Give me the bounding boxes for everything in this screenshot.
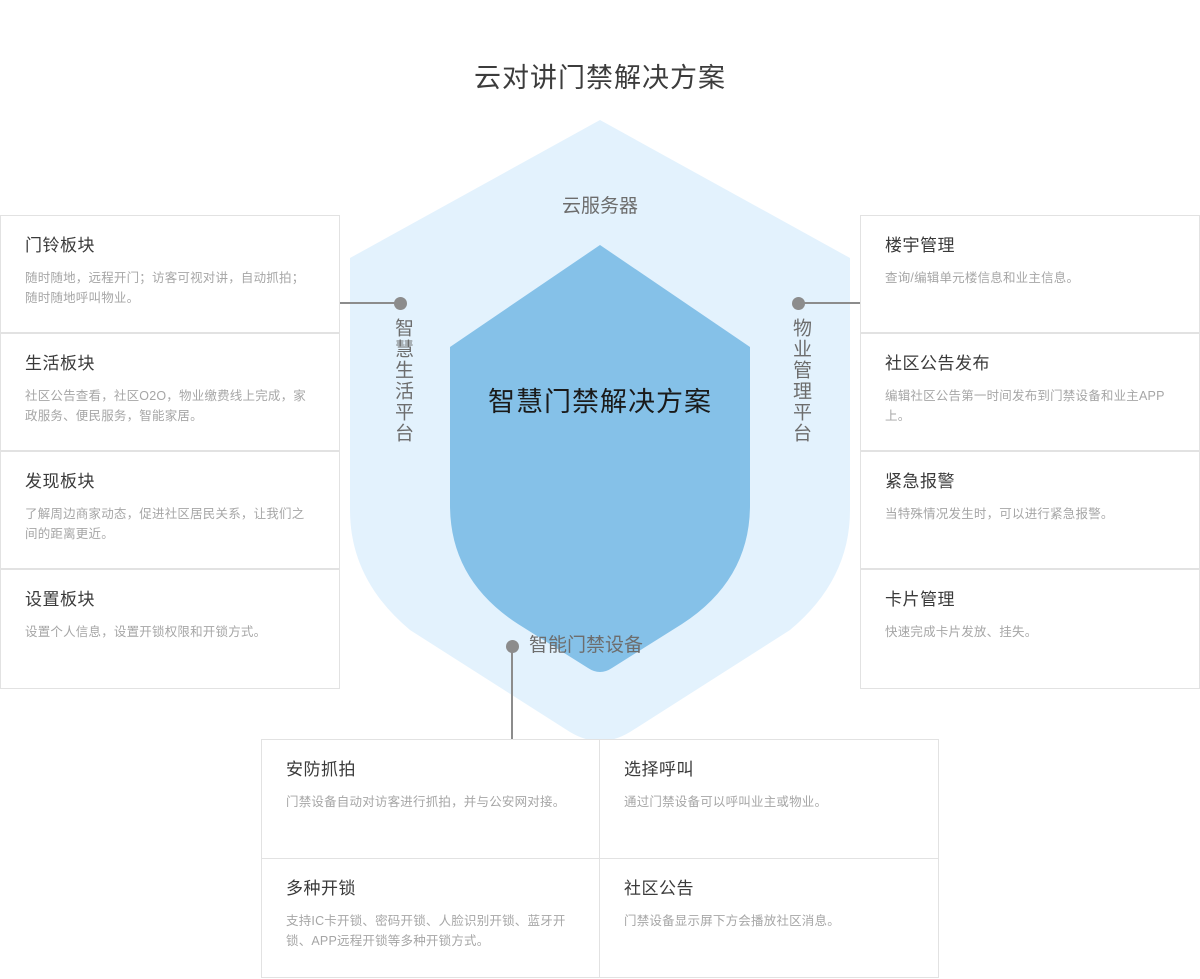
- card-title: 紧急报警: [885, 472, 955, 491]
- card-description: 编辑社区公告第一时间发布到门禁设备和业主APP上。: [885, 389, 1165, 423]
- card-title: 安防抓拍: [286, 760, 356, 779]
- card-description: 门禁设备自动对访客进行抓拍，并与公安网对接。: [286, 795, 566, 809]
- label-property-management-platform: 物业管理平台: [790, 318, 811, 444]
- card-description: 通过门禁设备可以呼叫业主或物业。: [624, 795, 828, 809]
- connector-dot-left: [394, 297, 407, 310]
- label-smart-access-device: 智能门禁设备: [529, 635, 644, 656]
- card-title: 门铃板块: [25, 236, 95, 255]
- card-description: 了解周边商家动态，促进社区居民关系，让我们之间的距离更近。: [25, 507, 305, 541]
- card-left-3[interactable]: 发现板块 了解周边商家动态，促进社区居民关系，让我们之间的距离更近。: [0, 451, 340, 569]
- card-description: 查询/编辑单元楼信息和业主信息。: [885, 271, 1080, 285]
- card-title: 社区公告发布: [885, 354, 990, 373]
- card-bottom-1[interactable]: 安防抓拍 门禁设备自动对访客进行抓拍，并与公安网对接。: [261, 739, 600, 859]
- card-title: 发现板块: [25, 472, 95, 491]
- connector-line-bottom: [511, 646, 513, 741]
- card-description: 门禁设备显示屏下方会播放社区消息。: [624, 914, 840, 928]
- card-description: 设置个人信息，设置开锁权限和开锁方式。: [25, 625, 267, 639]
- label-smart-life-platform: 智慧生活平台: [392, 318, 413, 444]
- card-left-4[interactable]: 设置板块 设置个人信息，设置开锁权限和开锁方式。: [0, 569, 340, 689]
- card-title: 楼宇管理: [885, 236, 955, 255]
- page-title: 云对讲门禁解决方案: [474, 63, 726, 93]
- card-title: 多种开锁: [286, 879, 356, 898]
- card-description: 社区公告查看，社区O2O，物业缴费线上完成，家政服务、便民服务，智能家居。: [25, 389, 306, 423]
- card-right-4[interactable]: 卡片管理 快速完成卡片发放、挂失。: [860, 569, 1200, 689]
- card-description: 支持IC卡开锁、密码开锁、人脸识别开锁、蓝牙开锁、APP远程开锁等多种开锁方式。: [286, 914, 566, 948]
- card-description: 快速完成卡片发放、挂失。: [885, 625, 1038, 639]
- card-left-1[interactable]: 门铃板块 随时随地，远程开门；访客可视对讲，自动抓拍；随时随地呼叫物业。: [0, 215, 340, 333]
- card-title: 卡片管理: [885, 590, 955, 609]
- card-left-2[interactable]: 生活板块 社区公告查看，社区O2O，物业缴费线上完成，家政服务、便民服务，智能家…: [0, 333, 340, 451]
- card-bottom-4[interactable]: 社区公告 门禁设备显示屏下方会播放社区消息。: [599, 858, 939, 978]
- card-right-2[interactable]: 社区公告发布 编辑社区公告第一时间发布到门禁设备和业主APP上。: [860, 333, 1200, 451]
- shield-center-label: 智慧门禁解决方案: [488, 387, 712, 417]
- label-cloud-server: 云服务器: [561, 196, 638, 217]
- card-right-1[interactable]: 楼宇管理 查询/编辑单元楼信息和业主信息。: [860, 215, 1200, 333]
- card-description: 当特殊情况发生时，可以进行紧急报警。: [885, 507, 1114, 521]
- card-bottom-3[interactable]: 多种开锁 支持IC卡开锁、密码开锁、人脸识别开锁、蓝牙开锁、APP远程开锁等多种…: [261, 858, 600, 978]
- inner-shield-shape: [450, 245, 750, 672]
- card-title: 选择呼叫: [624, 760, 694, 779]
- card-right-3[interactable]: 紧急报警 当特殊情况发生时，可以进行紧急报警。: [860, 451, 1200, 569]
- card-description: 随时随地，远程开门；访客可视对讲，自动抓拍；随时随地呼叫物业。: [25, 271, 305, 305]
- card-title: 生活板块: [25, 354, 95, 373]
- card-title: 设置板块: [25, 590, 95, 609]
- connector-line-left: [340, 302, 402, 304]
- card-bottom-2[interactable]: 选择呼叫 通过门禁设备可以呼叫业主或物业。: [599, 739, 939, 859]
- central-diagram-graphic: [330, 110, 870, 750]
- card-title: 社区公告: [624, 879, 694, 898]
- connector-line-right: [798, 302, 860, 304]
